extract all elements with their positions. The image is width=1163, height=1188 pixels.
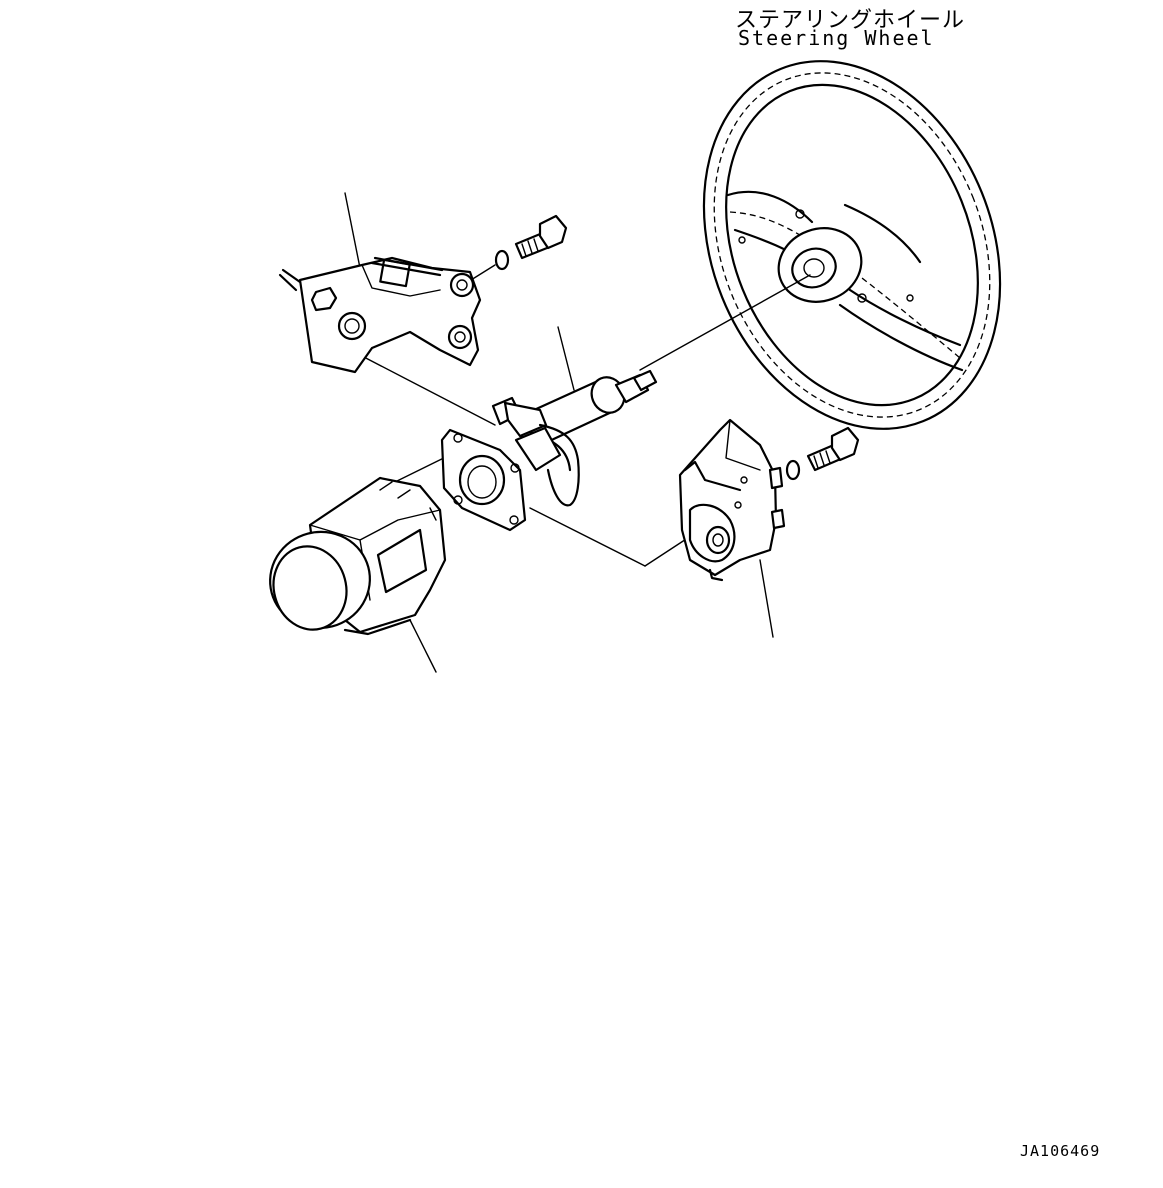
steering-wheel-label-en: Steering Wheel <box>738 26 935 50</box>
leader-line <box>409 619 437 673</box>
combination-switch <box>269 476 447 636</box>
upper-bolt <box>494 214 568 271</box>
upper-bracket <box>278 256 482 374</box>
steering-column <box>440 369 658 532</box>
steering-wheel-label-jp: ステアリングホイール <box>735 8 966 33</box>
leader-line <box>759 559 774 638</box>
lower-bolt <box>785 426 860 481</box>
leader-line <box>344 192 361 269</box>
lower-bracket <box>678 418 786 582</box>
steering-wheel <box>702 60 1002 430</box>
leader-line <box>557 326 575 391</box>
drawing-code: JA106469 <box>1020 1142 1101 1160</box>
